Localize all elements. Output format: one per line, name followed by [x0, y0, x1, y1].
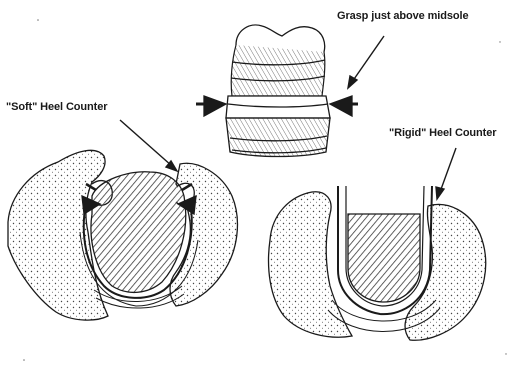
label-grasp-above-midsole: Grasp just above midsole	[337, 10, 468, 22]
soft-heel-counter-drawing	[8, 150, 237, 320]
label-soft-heel-counter: "Soft" Heel Counter	[6, 101, 107, 113]
arrow-rigid-icon	[436, 148, 456, 199]
arrow-grasp-icon	[348, 36, 384, 88]
arrow-soft-icon	[120, 120, 177, 171]
shoe-heel-top-view	[196, 25, 358, 157]
label-rigid-heel-counter: "Rigid" Heel Counter	[389, 127, 496, 139]
rigid-heel-counter-drawing	[269, 186, 486, 340]
